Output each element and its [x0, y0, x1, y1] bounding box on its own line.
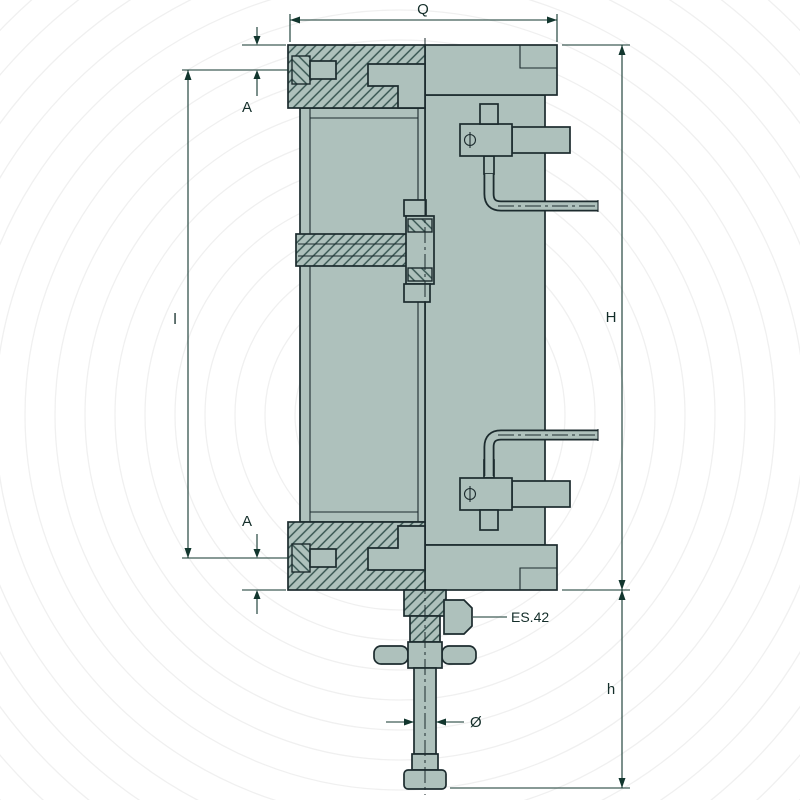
spool-lobe-right — [441, 645, 477, 665]
dim-a-top: A — [242, 27, 286, 116]
top-clamp-block — [459, 123, 513, 157]
top-clamp-bolt-head — [479, 103, 499, 125]
mid-port-tube — [295, 199, 435, 303]
top-bolt-shaft — [483, 155, 495, 175]
top-bolt-shank — [309, 60, 337, 80]
dim-diameter-label: Ø — [470, 714, 482, 731]
dim-a-bottom-label: A — [242, 513, 252, 530]
part-callout-es42: ES.42 — [473, 609, 549, 625]
port-tube-hatched — [295, 233, 411, 267]
bottom-cap-step — [519, 567, 557, 590]
port-block-lower — [403, 283, 431, 303]
adjusting-nut — [443, 599, 473, 635]
bottom-clamp-bolt-head — [479, 509, 499, 531]
dim-q: Q — [289, 1, 558, 42]
dimensions: Q l A A — [173, 1, 630, 789]
bottom-pipe-clamp — [459, 429, 599, 531]
top-cap-step — [519, 45, 557, 69]
port-block-upper — [403, 199, 427, 217]
bottom-clamp-extension — [511, 480, 571, 508]
part-label-es42: ES.42 — [511, 609, 549, 625]
valve-body-section — [287, 38, 599, 795]
dim-diameter: Ø — [386, 714, 482, 731]
dim-h: h — [450, 590, 630, 789]
dim-h-label: h — [607, 681, 615, 698]
bottom-clamp-block — [459, 477, 513, 511]
dim-a-bottom: A — [242, 513, 286, 614]
dim-l: l — [173, 69, 288, 559]
chamber-wall — [299, 107, 426, 523]
dim-a-top-label: A — [242, 99, 252, 116]
bottom-bolt-shank — [309, 548, 337, 568]
top-flange-step — [367, 63, 426, 109]
top-pipe-clamp — [459, 103, 599, 212]
dim-H-label: H — [606, 309, 617, 326]
bottom-flange — [287, 521, 426, 591]
bottom-bolt-head — [291, 543, 311, 573]
top-bolt-head — [291, 55, 311, 85]
dim-l-label: l — [173, 311, 176, 328]
top-flange — [287, 44, 426, 109]
spool-lobe-left — [373, 645, 409, 665]
body-top-cap — [424, 44, 558, 96]
dim-q-label: Q — [417, 1, 429, 18]
dim-H: H — [562, 44, 630, 591]
top-clamp-extension — [511, 126, 571, 154]
left-chamber — [299, 107, 426, 523]
